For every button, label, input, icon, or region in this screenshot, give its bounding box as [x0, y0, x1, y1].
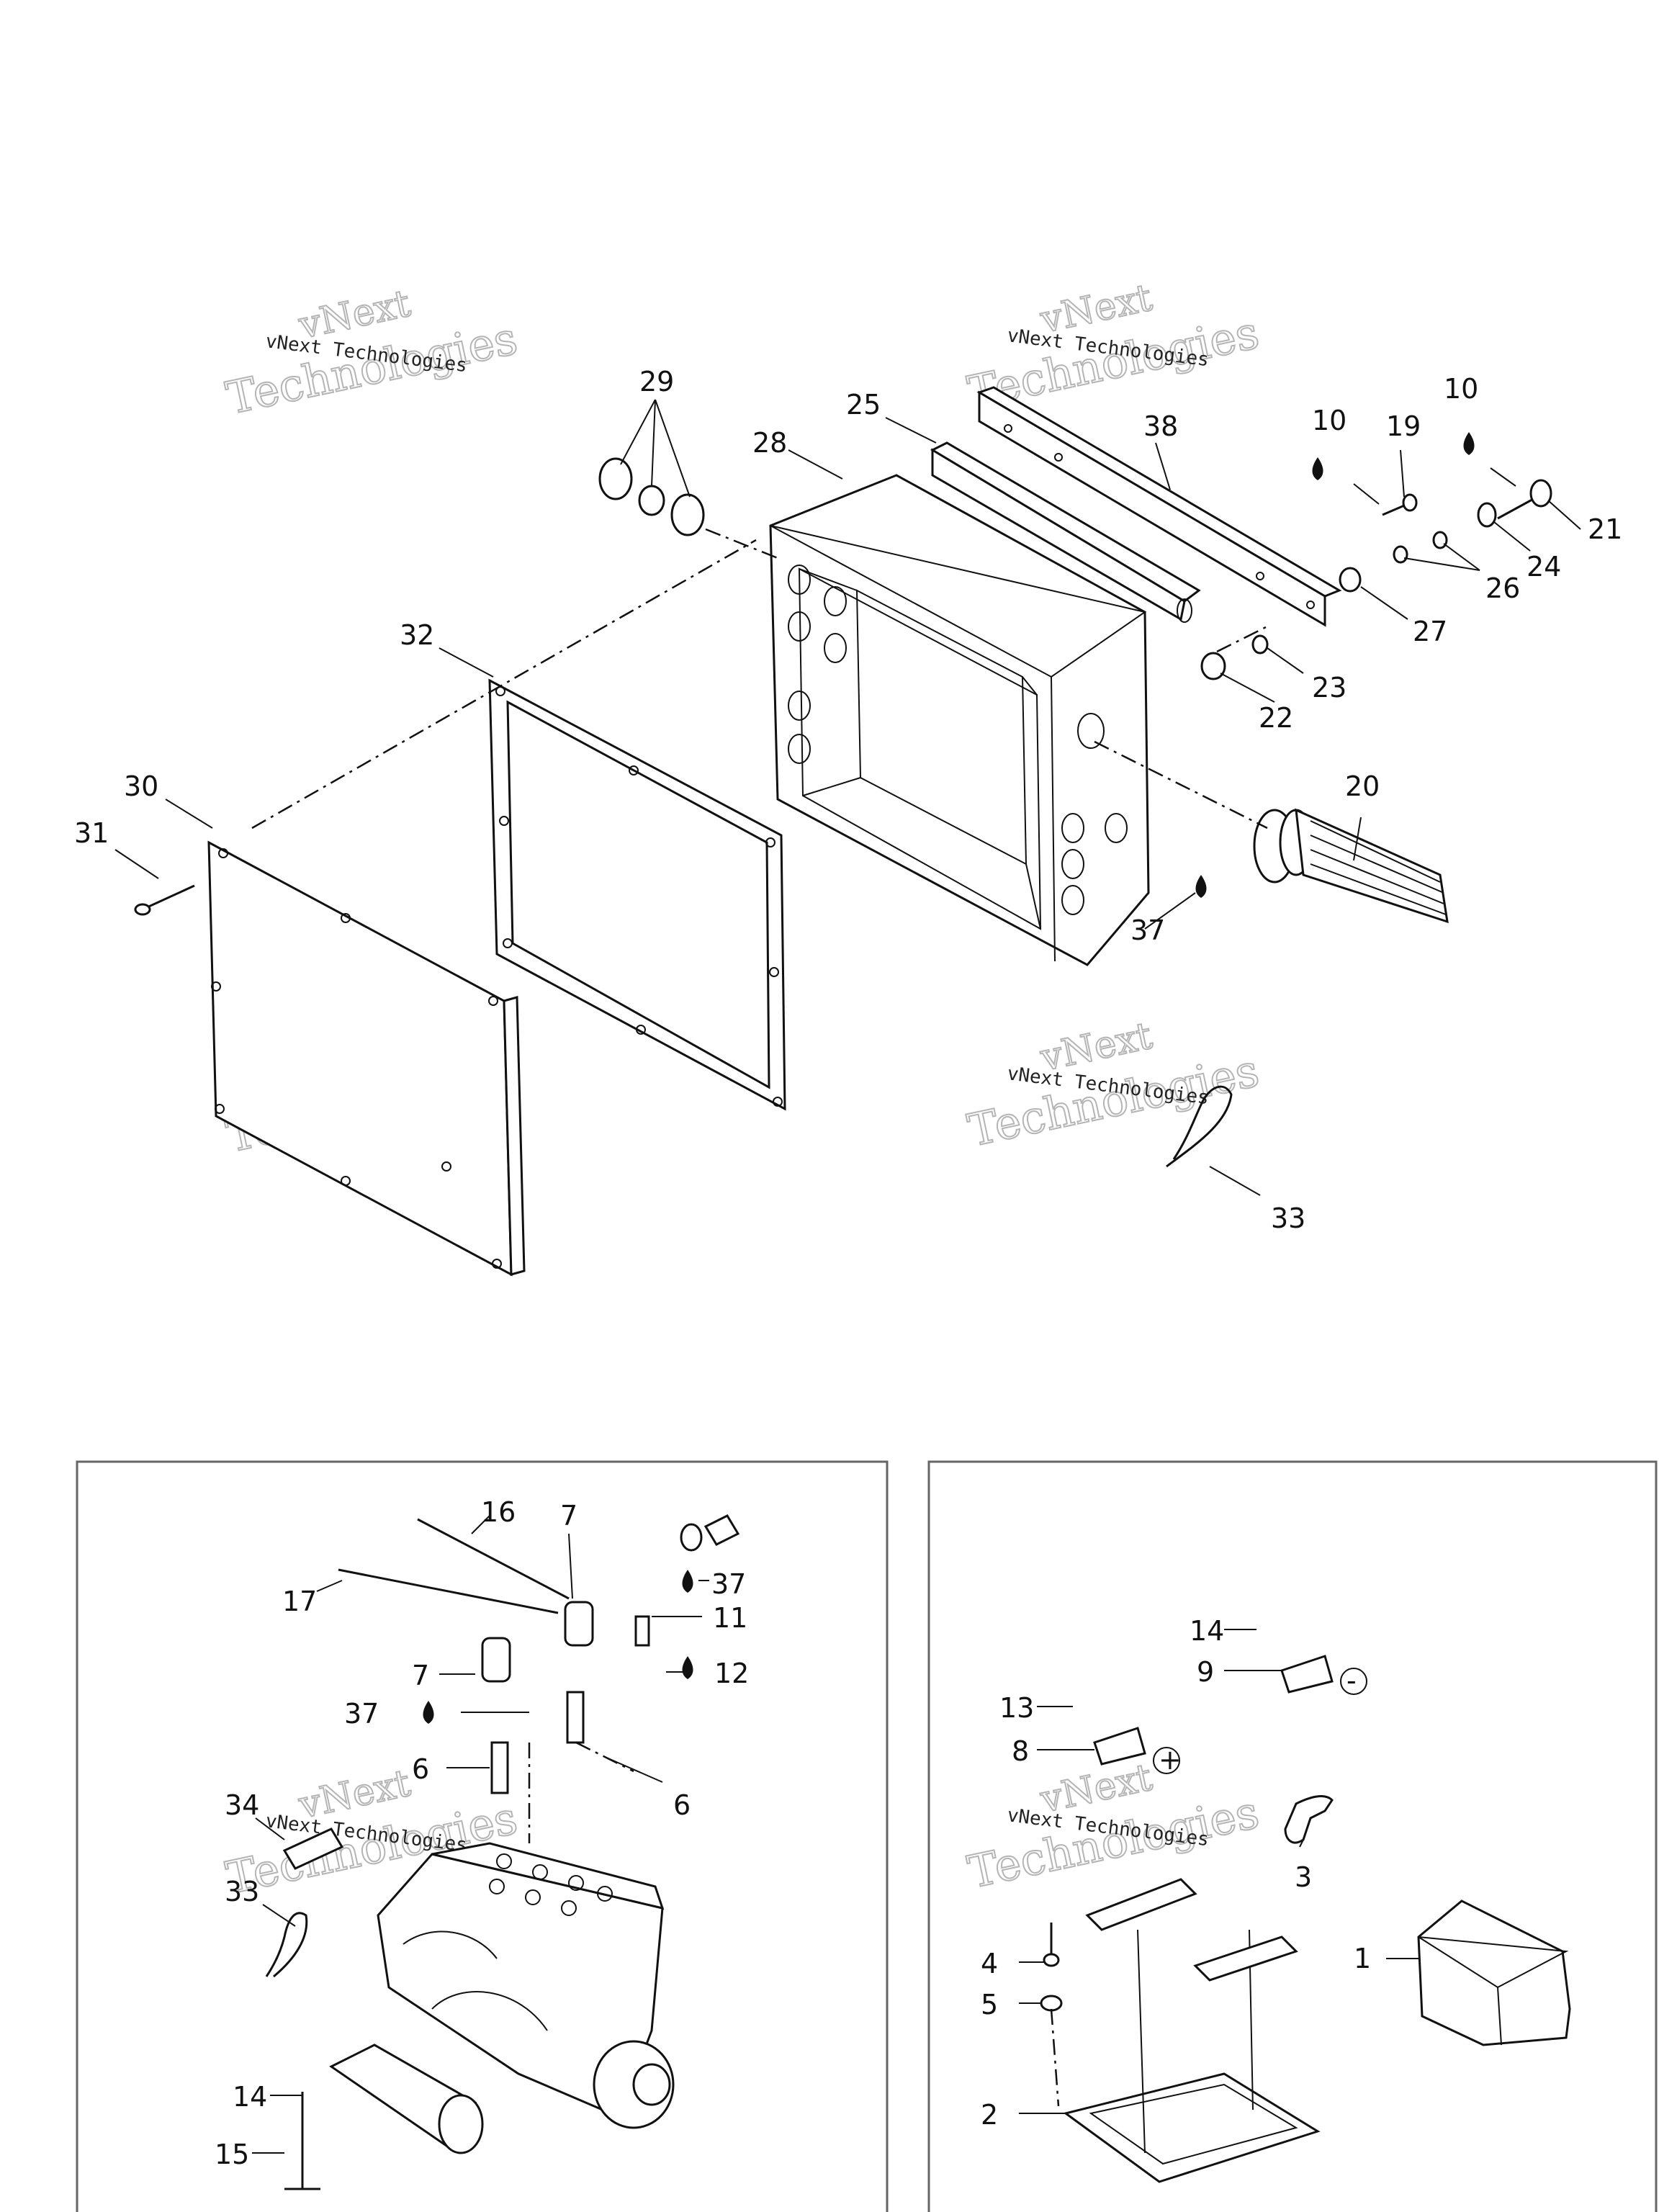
battery-clamp-positive: +: [1093, 1727, 1182, 1776]
callout-37c: 37: [344, 1698, 379, 1730]
callout-7b: 7: [412, 1660, 429, 1691]
svg-text:-: -: [1346, 1665, 1357, 1696]
callout-2: 2: [981, 2099, 998, 2131]
callout-28: 28: [752, 427, 787, 459]
callout-6: 6: [412, 1753, 429, 1785]
assembly-guide-lines: [251, 528, 1268, 830]
callout-29: 29: [639, 366, 674, 397]
callout-14b: 14: [1190, 1615, 1224, 1647]
callout-22: 22: [1259, 702, 1293, 734]
engine-block: [377, 1842, 675, 2129]
callout-21: 21: [1588, 513, 1622, 545]
callout-17: 17: [282, 1586, 317, 1617]
callout-27: 27: [1413, 616, 1447, 647]
mounting-strip: [976, 386, 1342, 627]
battery-panel: [927, 1460, 1658, 2212]
electrical-box: [769, 474, 1150, 966]
callout-30: 30: [124, 770, 158, 802]
callout-33b: 33: [225, 1876, 259, 1907]
hardware-bolt-wing: [1040, 1923, 1063, 2012]
callout-11: 11: [713, 1602, 747, 1634]
callout-32: 32: [400, 619, 434, 651]
hardware-bolt-21: [1497, 479, 1552, 520]
watermark-bottom-right: vNext Technologies vNext Technologies: [963, 1755, 1264, 1899]
callout-6b: 6: [673, 1789, 691, 1821]
callout-3: 3: [1295, 1861, 1312, 1893]
leader-lines-top: [114, 399, 1581, 1196]
watermark-mid-right: vNext Technologies vNext Technologies: [963, 1014, 1264, 1158]
callout-23: 23: [1312, 672, 1346, 703]
high-tension-wires: [338, 1518, 594, 1683]
callout-8: 8: [1012, 1735, 1029, 1767]
lubricant-drop-icon: [423, 1570, 693, 1724]
callout-24: 24: [1527, 551, 1561, 583]
callout-33: 33: [1271, 1202, 1305, 1234]
svg-text:+: +: [1159, 1744, 1182, 1776]
callout-37b: 37: [711, 1568, 746, 1600]
wiring-harness: [1253, 808, 1449, 924]
callout-1: 1: [1354, 1943, 1371, 1974]
lubricant-drop-icon: [1195, 432, 1475, 898]
callout-20: 20: [1345, 770, 1380, 802]
callout-5: 5: [981, 1989, 998, 2020]
callout-31: 31: [74, 817, 109, 849]
callout-13: 13: [999, 1692, 1034, 1724]
temperature-sensor: [634, 1514, 740, 1647]
callout-7: 7: [560, 1500, 577, 1532]
callout-10: 10: [1312, 405, 1346, 436]
callout-25: 25: [846, 389, 881, 421]
connector-set: [598, 457, 705, 536]
callout-26: 26: [1485, 572, 1520, 604]
engine-ignition-panel: [76, 1460, 889, 2212]
cable-tie-33b: [265, 1912, 308, 1978]
battery: [1417, 1899, 1571, 2046]
callout-labels: 29 25 28 38 10 19 10 21 24 26 27 23 22 3…: [74, 366, 1622, 2170]
callout-19: 19: [1386, 410, 1421, 442]
gasket: [488, 678, 786, 1111]
callout-9: 9: [1197, 1656, 1214, 1688]
battery-clamp-negative: -: [1280, 1655, 1367, 1696]
cable-tie: [1166, 1085, 1233, 1168]
callout-16: 16: [481, 1496, 516, 1528]
callout-14: 14: [233, 2081, 267, 2113]
callout-37: 37: [1130, 914, 1165, 946]
leader-lines-bottom-left: [252, 1515, 709, 2154]
watermark-top-left: vNext Technologies vNext Technologies: [221, 282, 523, 426]
ground-wire: [284, 2092, 320, 2190]
leader-lines-bottom-right: [1019, 1629, 1419, 2114]
bracket-channel: [930, 441, 1201, 623]
battery-vent-cap: [1284, 1795, 1334, 1844]
hardware-screw-19: [1382, 493, 1418, 516]
callout-4: 4: [981, 1948, 998, 1979]
hardware-screw-31: [134, 884, 195, 916]
spark-plugs: [490, 1691, 585, 1794]
callout-15: 15: [215, 2139, 249, 2170]
hardware-washers: [1200, 502, 1497, 680]
connector-block: [282, 1827, 344, 1870]
battery-tray: [1063, 1878, 1321, 2183]
starter-motor: [329, 2044, 484, 2154]
callout-10b: 10: [1444, 373, 1478, 405]
cover-plate: [207, 840, 526, 1277]
callout-34: 34: [225, 1789, 259, 1821]
callout-12: 12: [714, 1658, 749, 1689]
callout-38: 38: [1143, 410, 1178, 442]
